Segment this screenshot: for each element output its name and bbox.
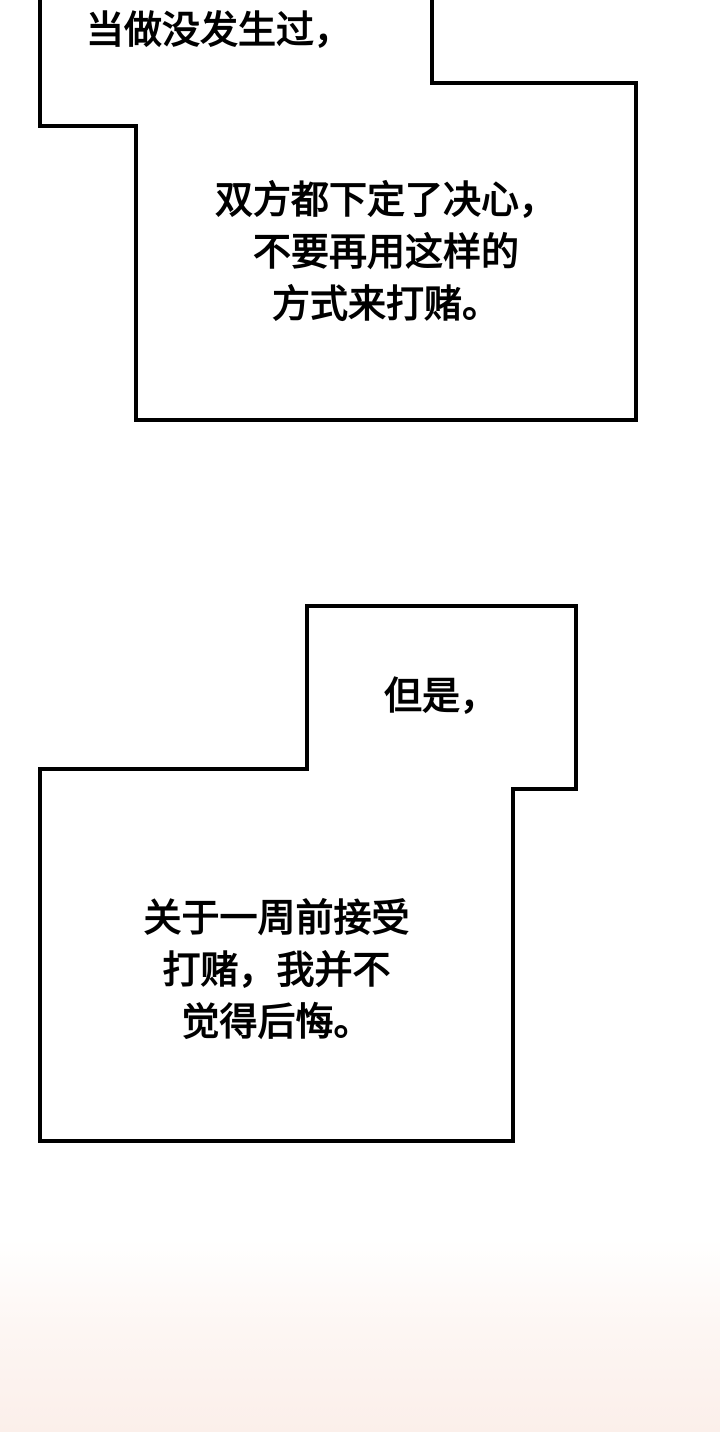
narration-text-block-2: 双方都下定了决心， 不要再用这样的 方式来打赌。 (136, 174, 636, 330)
narration-line: 双方都下定了决心， (214, 178, 557, 222)
narration-line-3: 但是， (384, 674, 499, 718)
narration-line: 觉得后悔。 (181, 1000, 372, 1044)
narration-line: 方式来打赌。 (271, 282, 500, 326)
narration-line: 关于一周前接受 (143, 896, 410, 940)
narration-text-block-4: 关于一周前接受 打赌，我并不 觉得后悔。 (40, 892, 513, 1048)
narration-box-bottom-outline (38, 604, 578, 1143)
narration-line: 不要再用这样的 (252, 230, 519, 274)
narration-box-top-outline (38, 0, 638, 422)
narration-line-1: 当做没发生过， (86, 8, 353, 52)
narration-line: 打赌，我并不 (162, 948, 391, 992)
